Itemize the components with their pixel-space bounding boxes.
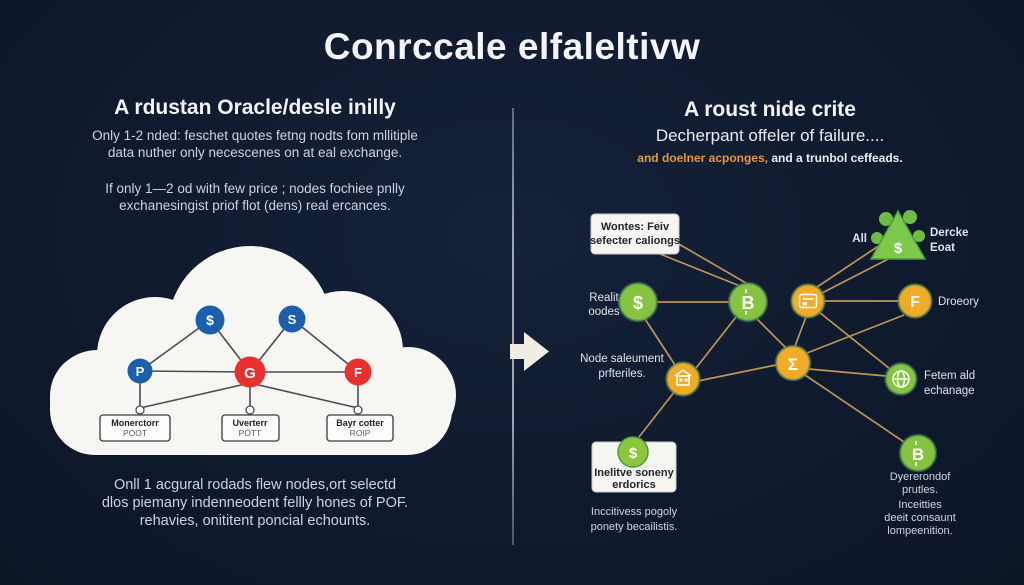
cloud-node-f-label: F [354, 365, 362, 380]
cloud-box-3-line1: Bayr cotter [336, 418, 384, 428]
idcard-icon [798, 293, 818, 309]
label-node-salement-line1: Node saleument [580, 353, 665, 365]
globe-icon [892, 370, 910, 388]
node-f-label: F [910, 294, 920, 311]
right-subheading: Decherpant offeler of failure.... [655, 126, 885, 145]
cloud-box-1-line2: POOT [123, 428, 147, 438]
left-intro: Only 1-2 nded: feschet quotes fetng nodt… [18, 127, 492, 161]
triangle-dollar-label: $ [894, 240, 903, 257]
cloud-node-g-label: G [244, 365, 256, 382]
label-dercke-line2: Eoat [930, 242, 955, 254]
cloud-box-3: Bayr cotter ROIP [326, 414, 394, 442]
right-heading-block: A roust nide crite [534, 98, 1006, 122]
incentive-caption-line1: Inccitivess pogoly [591, 506, 678, 518]
oracle-cloud-diagram: $ S P G F Monerctorr POOT [50, 246, 456, 455]
node-building-yellow [665, 361, 701, 397]
incentive-caption-line2: ponety becailistis. [591, 521, 678, 533]
label-dercke-line1: Dercke [930, 227, 968, 239]
label-inceit-line1: Inceitties [898, 499, 942, 511]
label-fetem-line2: echanage [924, 385, 975, 397]
left-footer-line2: dlos piemany indenneodent fellly hones o… [101, 495, 409, 511]
decentralized-network-diagram: Wontes: Feiv sefecter caliongs Realit oo… [580, 209, 979, 537]
node-sigma-yellow: Σ [774, 344, 812, 382]
label-inceit-line3: lompeenition. [887, 525, 952, 537]
left-body-line2: exchanesingist priof flot (dens) real er… [119, 198, 391, 213]
label-dyerer-line2: prutles. [902, 484, 938, 496]
cloud-box-3-line2: ROIP [350, 428, 371, 438]
cloud-box-2-line1: Uverterr [232, 418, 268, 428]
node-bitcoin-label: B [742, 293, 755, 313]
node-dollar-green: $ [617, 281, 659, 323]
right-arrow-icon [505, 328, 551, 381]
label-all: All [852, 233, 867, 245]
right-highlight-rest: and a trunbol ceffeads. [768, 151, 903, 165]
cloud-node-dollar: $ [195, 305, 225, 335]
node-bitcoin2-label: B [912, 445, 924, 464]
node-tree-triangle: $ [869, 209, 927, 260]
left-heading: A rdustan Oracle/desle inilly [114, 96, 396, 119]
cloud-node-dollar-label: $ [206, 312, 214, 328]
left-body-line1: If only 1—2 od with few price ; nodes fo… [105, 181, 405, 196]
left-intro-line1: Only 1-2 nded: feschet quotes fetng nodt… [92, 128, 418, 143]
node-bitcoin2-green: B [898, 433, 938, 473]
callout-box-wontes: Wontes: Feiv sefecter caliongs [590, 213, 680, 255]
left-heading-block: A rdustan Oracle/desle inilly [18, 96, 492, 120]
label-node-salement-line2: prfteriles. [598, 368, 645, 380]
left-body: If only 1—2 od with few price ; nodes fo… [18, 180, 492, 214]
label-dyerer-line1: Dyererondof [890, 471, 951, 483]
right-highlight-orange: and doelner acponges, [637, 151, 768, 165]
callout-box-line1: Wontes: Feiv [601, 221, 670, 233]
node-dollar-label: $ [633, 293, 643, 313]
left-intro-line2: data nuther only necescenes on at eal ex… [107, 145, 403, 160]
network-edges [638, 242, 905, 443]
cloud-box-1: Monerctorr POOT [99, 414, 171, 442]
incentive-dollar-label: $ [629, 445, 638, 462]
panel-divider [512, 108, 514, 545]
right-highlight-line: and doelner acponges, and a trunbol ceff… [534, 149, 1006, 167]
building-icon [674, 369, 692, 386]
label-realit-line1: Realit [589, 292, 619, 304]
right-heading: A roust nide crite [684, 98, 856, 121]
label-realit-line2: oodes [588, 306, 620, 318]
cloud-node-f: F [344, 358, 372, 386]
cloud-box-1-line1: Monerctorr [111, 418, 159, 428]
cloud-node-p: P [127, 358, 153, 384]
node-idcard-yellow [790, 283, 826, 319]
node-sigma-label: Σ [788, 355, 798, 374]
node-f-yellow: F [897, 283, 933, 319]
callout-box-line2: sefecter caliongs [590, 235, 680, 247]
cloud-box-2-line2: POTT [239, 428, 262, 438]
cloud-node-g: G [234, 356, 266, 388]
label-fetem-line1: Fetem ald [924, 370, 975, 382]
right-subheading-block: Decherpant offeler of failure.... [534, 126, 1006, 146]
label-droeory: Droeory [938, 296, 979, 308]
cloud-box-2: Uverterr POTT [221, 414, 280, 442]
cloud-node-s: S [278, 305, 306, 333]
incentive-card: $ Inelitve soneny erdorics [591, 436, 677, 493]
incentive-card-line2: erdorics [612, 479, 655, 491]
left-footer-line3: rehavies, onititent poncial echounts. [139, 513, 371, 529]
cloud-node-s-label: S [288, 312, 297, 327]
page-title: Conrccale elfaleltivw [323, 26, 701, 67]
cloud-connector-dots [135, 405, 363, 415]
cloud-node-p-label: P [136, 364, 145, 379]
left-footer-line1: Onll 1 acgural rodads flew nodes,ort sel… [113, 477, 397, 493]
label-inceit-line2: deeit consaunt [884, 512, 956, 524]
left-footer: Onll 1 acgural rodads flew nodes,ort sel… [18, 476, 492, 530]
node-globe-green [884, 362, 918, 396]
node-bitcoin-green: B [727, 281, 769, 323]
incentive-card-line1: Inelitve soneny [594, 467, 674, 479]
